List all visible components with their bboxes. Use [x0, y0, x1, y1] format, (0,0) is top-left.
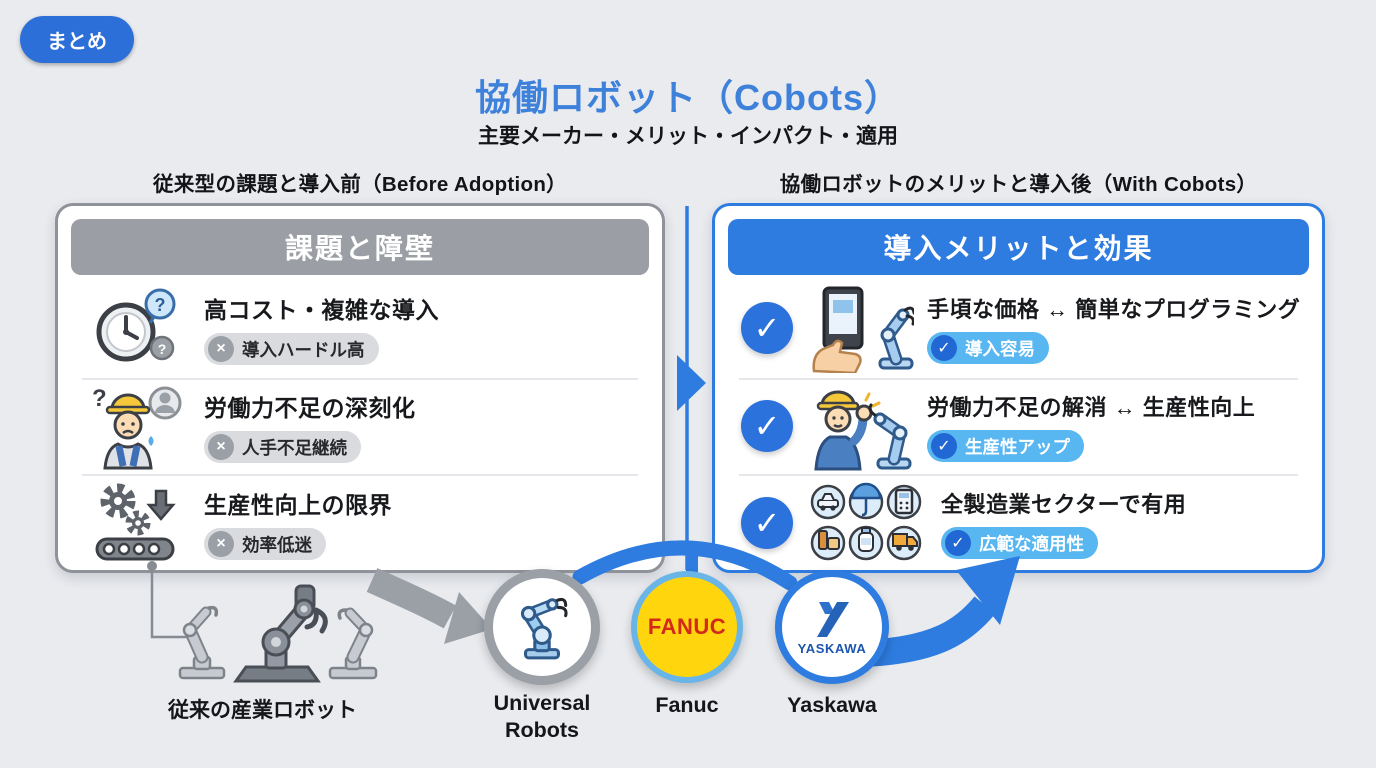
check-icon: ✓	[931, 433, 957, 459]
yaskawa-wordmark: YASKAWA	[797, 640, 867, 656]
list-item-labor-shortage: ? 労働力不足の深刻化 × 人手不足継	[58, 378, 656, 474]
divider	[82, 474, 638, 476]
gears-conveyor-icon	[84, 479, 192, 567]
check-icon: ✓	[931, 335, 957, 361]
svg-text:?: ?	[155, 295, 166, 315]
tag-label: 導入ハードル高	[242, 339, 365, 360]
legacy-robots-illustration	[170, 580, 385, 690]
status-badge: ✓ 生産性アップ	[927, 430, 1084, 462]
list-item-affordable: ✓ 手頃な価格 ↔ 簡単なプログラミング ✓	[715, 278, 1316, 378]
divider	[739, 474, 1298, 476]
manufacturer-label-universal-robots: Universal Robots	[493, 691, 591, 742]
industry-sectors-icon	[807, 481, 929, 565]
benefits-panel-header: 導入メリットと効果	[728, 219, 1309, 275]
check-icon: ✓	[945, 530, 971, 556]
list-item-all-sectors: ✓	[715, 474, 1316, 572]
check-icon: ✓	[741, 497, 793, 549]
tag-label: 広範な適用性	[979, 533, 1084, 554]
left-column-heading: 従来型の課題と導入前（Before Adoption）	[153, 173, 567, 196]
worker-shortage-icon: ?	[84, 382, 192, 470]
list-item-high-cost: ? ? 高コスト・複雑な導入 × 導入ハードル高	[58, 278, 656, 378]
yaskawa-y-icon	[817, 601, 849, 637]
divider	[82, 378, 638, 380]
challenges-panel: 課題と障壁 ? ? 高コスト・複雑な導入	[55, 203, 665, 573]
divider	[739, 378, 1298, 380]
worker-robot-icon	[807, 381, 915, 471]
page-title: 協働ロボット（Cobots）	[475, 77, 901, 118]
item-title: 手頃な価格 ↔ 簡単なプログラミング	[927, 297, 1301, 322]
tag-label: 人手不足継続	[242, 437, 347, 458]
status-badge: ✓ 導入容易	[927, 332, 1049, 364]
yaskawa-logo: YASKAWA	[775, 570, 889, 684]
fanuc-logo: FANUC	[631, 571, 743, 683]
status-badge: ✓ 広範な適用性	[941, 527, 1098, 559]
x-icon: ×	[208, 336, 234, 362]
svg-text:?: ?	[158, 341, 167, 357]
fanuc-wordmark: FANUC	[647, 614, 727, 639]
list-item-labor-solved: ✓	[715, 378, 1316, 474]
manufacturer-label-fanuc: Fanuc	[655, 693, 719, 717]
tag-label: 導入容易	[965, 338, 1035, 359]
challenges-panel-header: 課題と障壁	[71, 219, 649, 275]
status-badge: × 効率低迷	[204, 528, 326, 560]
check-icon: ✓	[741, 400, 793, 452]
clock-question-icon: ? ?	[84, 286, 192, 370]
status-badge: × 導入ハードル高	[204, 333, 379, 365]
x-icon: ×	[208, 434, 234, 460]
gray-transition-arrow	[366, 568, 492, 644]
item-title: 生産性向上の限界	[204, 492, 392, 518]
tablet-robot-icon	[807, 283, 915, 373]
page-subtitle: 主要メーカー・メリット・インパクト・適用	[478, 125, 898, 148]
list-item-productivity-limit: 生産性向上の限界 × 効率低迷	[58, 474, 656, 572]
x-icon: ×	[208, 531, 234, 557]
cobot-arm-icon	[520, 597, 568, 660]
item-title: 高コスト・複雑な導入	[204, 297, 439, 323]
check-icon: ✓	[741, 302, 793, 354]
tag-label: 生産性アップ	[965, 436, 1070, 457]
legacy-robots-label: 従来の産業ロボット	[168, 699, 357, 722]
status-badge: × 人手不足継続	[204, 431, 361, 463]
panel-divider-arrow	[677, 206, 706, 570]
right-column-heading: 協働ロボットのメリットと導入後（With Cobots）	[779, 173, 1258, 196]
benefits-panel: 導入メリットと効果 ✓ 手頃な価格 ↔ 簡単なプログラミング	[712, 203, 1325, 573]
item-title: 全製造業セクターで有用	[941, 492, 1187, 517]
summary-badge: まとめ	[20, 16, 134, 63]
item-title: 労働力不足の解消 ↔ 生産性向上	[927, 395, 1256, 420]
tag-label: 効率低迷	[242, 534, 312, 555]
item-title: 労働力不足の深刻化	[204, 395, 416, 421]
universal-robots-logo	[484, 569, 600, 685]
svg-text:?: ?	[92, 385, 107, 412]
manufacturer-label-yaskawa: Yaskawa	[787, 693, 877, 717]
